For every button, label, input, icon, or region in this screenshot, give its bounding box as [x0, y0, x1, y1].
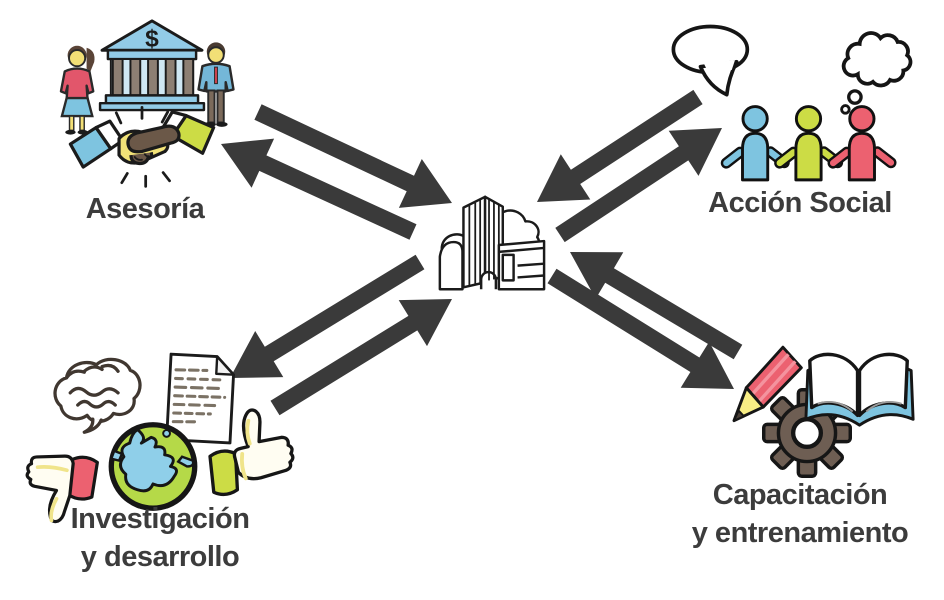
node-label-line: y desarrollo	[80, 541, 240, 573]
node-label-asesoria: Asesoría	[85, 193, 205, 225]
arrow-center-to-capacitacion	[547, 268, 734, 389]
pencil-icon	[732, 345, 803, 423]
node-label-line: Investigación	[70, 503, 250, 535]
node-label-investigacion: Investigación y desarrollo	[30, 500, 290, 576]
node-label-line: Capacitación	[712, 479, 888, 511]
woman-icon	[59, 45, 95, 135]
node-label-capacitacion: Capacitación y entrenamiento	[655, 476, 944, 552]
document-icon	[165, 352, 235, 445]
thought-bubble-icon	[840, 31, 913, 115]
speech-bubble-icon	[671, 24, 750, 97]
bank-icon: $	[98, 19, 206, 112]
open-book-icon	[804, 352, 915, 427]
arrow-asesoria-to-center	[254, 104, 452, 208]
thumbs-down-icon	[25, 454, 99, 524]
node-label-accion-social: Acción Social	[708, 187, 892, 219]
handshake-icon	[68, 105, 216, 188]
arrow-center-to-investigacion	[230, 254, 425, 378]
people-holding-hands-icon	[720, 105, 897, 182]
arrow-center-to-asesoria	[221, 138, 417, 240]
arrow-capacitacion-to-center	[570, 252, 743, 360]
dollar-sign: $	[145, 25, 159, 52]
globe-icon	[108, 422, 198, 511]
arrow-center-to-accion-social	[555, 128, 722, 243]
arrow-investigacion-to-center	[270, 299, 452, 416]
arrow-accion-social-to-center	[537, 89, 703, 202]
businessman-icon	[197, 42, 235, 127]
thumbs-up-icon	[208, 408, 295, 497]
city-buildings-icon	[438, 195, 546, 291]
node-label-line: y entrenamiento	[691, 517, 909, 549]
brain-icon	[53, 357, 142, 434]
